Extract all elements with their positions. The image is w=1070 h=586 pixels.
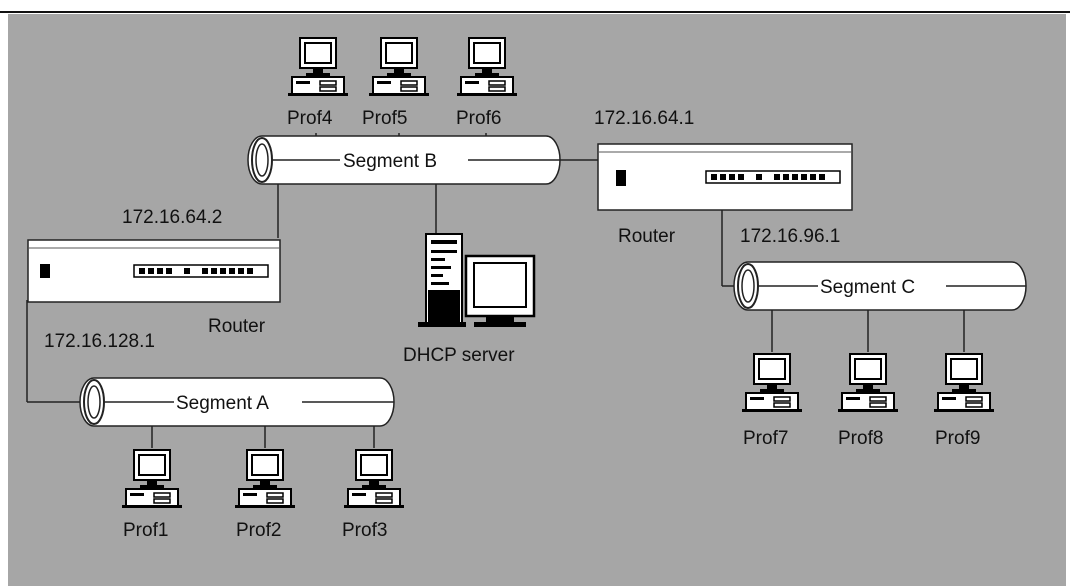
router-left	[27, 239, 281, 303]
pc-icon-prof4	[287, 37, 349, 97]
pc-icon-prof3	[343, 449, 405, 509]
segment-b-cable: Segment B	[247, 135, 561, 185]
segment-c-cable: Segment C	[733, 261, 1027, 311]
server-icon	[418, 233, 536, 327]
host-label-prof5: Prof5	[362, 108, 407, 129]
pc-icon-prof6	[456, 37, 518, 97]
router-right-ip-lower: 172.16.96.1	[740, 226, 840, 247]
router-left-ip-upper: 172.16.64.2	[122, 207, 222, 228]
host-label-prof4: Prof4	[287, 108, 333, 129]
host-label-prof3: Prof3	[342, 520, 387, 541]
dhcp-server-label: DHCP server	[403, 345, 515, 366]
router-right-label: Router	[618, 226, 676, 247]
pc-icon-prof2	[234, 449, 296, 509]
pc-icon-prof9	[933, 353, 995, 413]
router-right	[597, 143, 853, 211]
host-label-prof6: Prof6	[456, 108, 501, 129]
segment-c-label: Segment C	[820, 277, 915, 298]
router-left-ip-lower: 172.16.128.1	[44, 331, 155, 352]
pc-icon-prof8	[837, 353, 899, 413]
pc-icon-prof7	[741, 353, 803, 413]
host-label-prof2: Prof2	[236, 520, 281, 541]
host-label-prof1: Prof1	[123, 520, 168, 541]
pc-icon-prof5	[368, 37, 430, 97]
segment-a-cable: Segment A	[79, 377, 395, 427]
router-right-ip-upper: 172.16.64.1	[594, 108, 694, 129]
host-label-prof9: Prof9	[935, 428, 980, 449]
host-label-prof8: Prof8	[838, 428, 883, 449]
router-left-label: Router	[208, 316, 266, 337]
segment-b-label: Segment B	[343, 151, 437, 172]
pc-icon-prof1	[121, 449, 183, 509]
host-label-prof7: Prof7	[743, 428, 788, 449]
top-border-line	[0, 11, 1070, 13]
segment-a-label: Segment A	[176, 393, 269, 414]
